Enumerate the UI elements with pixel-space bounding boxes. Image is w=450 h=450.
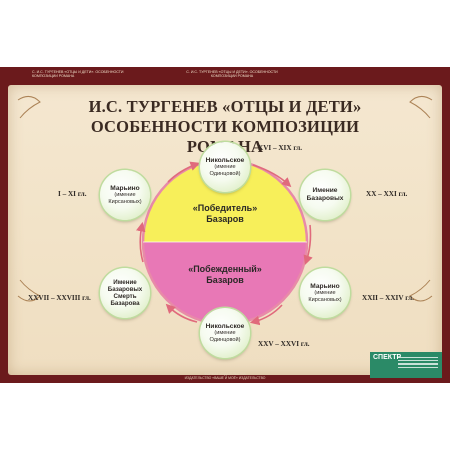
footer-caption: ФОРМАТ ИЗДАТЕЛЬСТВА ИЗДАТЕЛЬСТВО «ВАШЕ И…	[184, 372, 266, 380]
publisher-badge: СПЕКТР	[370, 352, 442, 378]
period-upper-right: XX – XXI гл.	[366, 190, 408, 198]
node-name: Никольское	[205, 156, 245, 164]
ornament-right	[409, 96, 433, 302]
node-name: Марьино	[110, 184, 140, 192]
node-sub: (имение Кирсановых)	[108, 192, 142, 205]
period-lower-right: XXII – XXIV гл.	[362, 294, 414, 302]
title-line-1: И.С. ТУРГЕНЕВ «ОТЦЫ И ДЕТИ»	[88, 97, 362, 116]
arrow-top-to-upper-right	[252, 164, 292, 188]
publisher-text-lines	[398, 357, 438, 373]
header-mid-caption: С. И.С. ТУРГЕНЕВ «ОТЦЫ И ДЕТИ». ОСОБЕННО…	[186, 70, 278, 79]
node-sub: (имение Кирсановых)	[308, 290, 342, 303]
period-bottom: XXV – XXVI гл.	[258, 340, 310, 348]
node-name: Имение Базаровых	[306, 187, 344, 202]
node-bazarov-death: Имение Базаровых Смерть Базарова	[100, 268, 150, 318]
winner-label: «Победитель» Базаров	[192, 203, 258, 224]
node-sub: (имение Одинцовой)	[209, 330, 241, 343]
node-bazarov-estate: Имение Базаровых	[300, 170, 350, 220]
node-nikolskoe-bottom: Никольское (имение Одинцовой)	[200, 308, 250, 358]
period-lower-left: XXVII – XXVIII гл.	[28, 294, 91, 302]
loser-label: «Побежденный» Базаров	[188, 264, 262, 285]
publisher-logo: СПЕКТР	[373, 354, 402, 361]
arrow-lower-left-to-upper-left	[136, 221, 146, 263]
period-top: XVI – XIX гл.	[258, 144, 303, 152]
header-strip: С. И.С. ТУРГЕНЕВ «ОТЦЫ И ДЕТИ». ОСОБЕННО…	[0, 67, 450, 85]
arrow-upper-right-to-lower-right	[303, 224, 313, 266]
ornament-left	[17, 96, 41, 302]
node-marino-left: Марьино (имение Кирсановых)	[100, 170, 150, 220]
node-name: Имение Базаровых Смерть Базарова	[107, 278, 143, 308]
arrow-upper-left-to-top	[167, 161, 201, 183]
node-name: Марьино	[310, 282, 340, 290]
node-sub: (имение Одинцовой)	[209, 164, 241, 177]
arrow-lower-right-to-bottom	[249, 304, 283, 326]
arrow-bottom-to-lower-left	[165, 303, 198, 323]
header-left-caption: С. И.С. ТУРГЕНЕВ «ОТЦЫ И ДЕТИ». ОСОБЕННО…	[32, 70, 124, 79]
node-name: Никольское	[205, 322, 245, 330]
node-nikolskoe-top: Никольское (имение Одинцовой)	[200, 142, 250, 192]
node-marino-right: Марьино (имение Кирсановых)	[300, 268, 350, 318]
period-upper-left: I – XI гл.	[58, 190, 87, 198]
